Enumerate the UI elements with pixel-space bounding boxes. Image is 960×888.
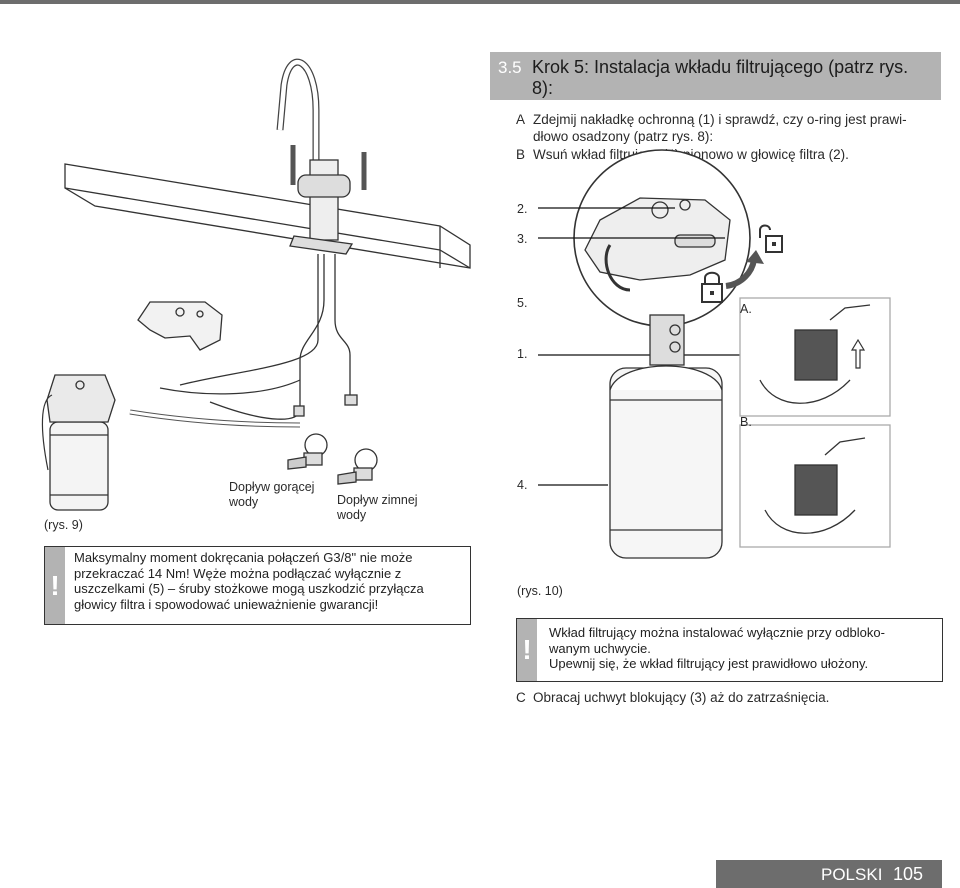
page-footer: POLSKI 105 [716,860,942,888]
step-text: Obracaj uchwyt blokujący (3) aż do zatrz… [533,690,830,705]
hot-water-label: Dopływ gorącej wody [229,480,315,509]
warning-box-torque: ! Maksymalny moment dokręcania połączeń … [44,546,471,625]
arrow-up-icon [850,338,866,369]
warning-text: Maksymalny moment dokręcania połączeń G3… [74,550,424,612]
step-text: Zdejmij nakładkę ochronną (1) i sprawdź,… [533,112,907,127]
page-number: 105 [893,864,924,884]
figure-9-illustration [41,58,471,511]
warning-icon: ! [517,619,537,681]
step-b: B Wsuń wkład filtrujący (4) pionowo w gł… [516,146,946,163]
footer-language: POLSKI [821,865,883,884]
step-letter: A [516,112,526,127]
step-text: dłowo osadzony (patrz rys. 8): [533,129,714,144]
callout-2: 2. [517,202,528,216]
figure-10-illustration [538,149,891,559]
callout-5: 5. [517,296,528,310]
section-title: Krok 5: Instalacja wkładu filtrującego (… [532,57,909,98]
callout-1: 1. [517,347,528,361]
step-a: A Zdejmij nakładkę ochronną (1) i sprawd… [516,111,946,145]
cold-water-label: Dopływ zimnej wody [337,493,418,522]
warning-text: Wkład filtrujący można instalować wyłącz… [549,625,885,671]
inset-b-label: B. [740,415,752,429]
unlock-icon [759,224,783,253]
step-letter: B [516,147,526,162]
figure-10-caption: (rys. 10) [517,584,563,598]
warning-icon: ! [45,547,65,624]
callout-4: 4. [517,478,528,492]
step-c: C Obracaj uchwyt blokujący (3) aż do zat… [516,689,946,706]
lock-icon [701,271,723,303]
rotate-arrow-icon [725,250,764,289]
section-heading: 3.5 Krok 5: Instalacja wkładu filtrujące… [490,52,941,100]
top-rule [0,0,960,4]
step-letter: C [516,690,526,705]
callout-3: 3. [517,232,528,246]
figure-9-caption: (rys. 9) [44,518,83,532]
warning-box-cartridge: ! Wkład filtrujący można instalować wyłą… [516,618,943,682]
inset-a-label: A. [740,302,752,316]
section-number: 3.5 [498,58,522,77]
